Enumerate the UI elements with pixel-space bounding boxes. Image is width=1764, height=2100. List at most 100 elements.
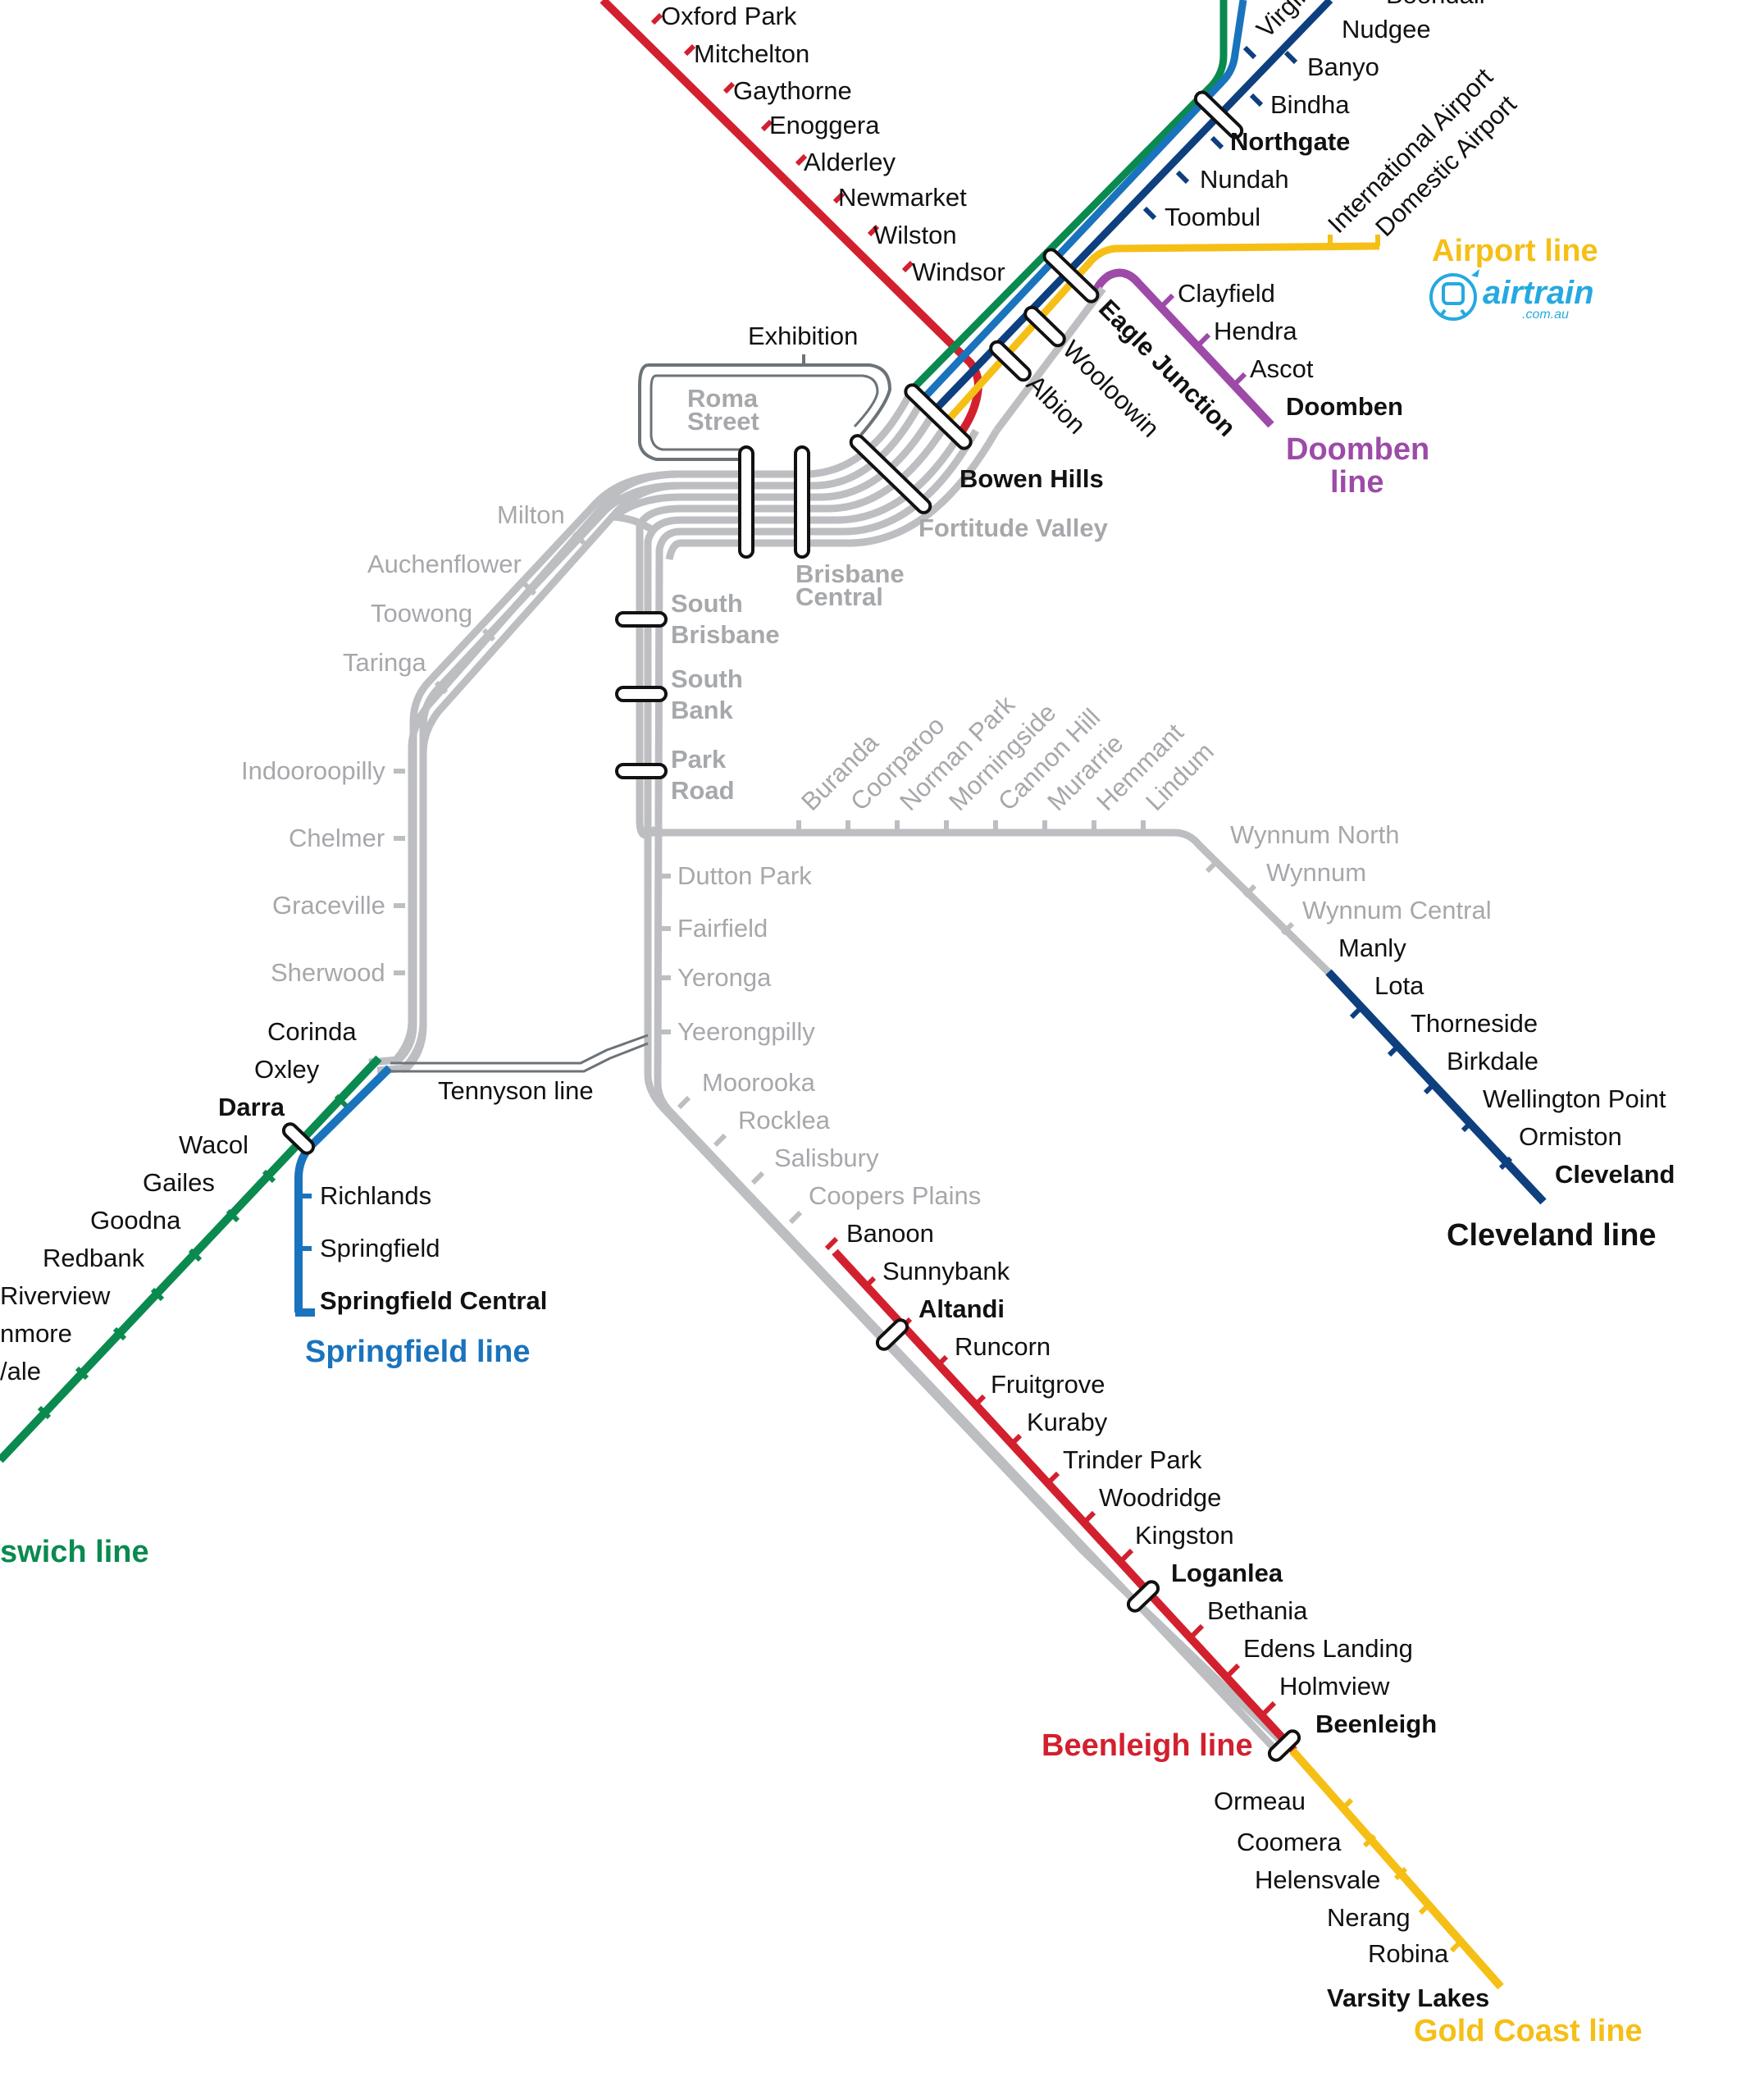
station-kuraby: Kuraby <box>1027 1408 1108 1436</box>
station-salisbury: Salisbury <box>774 1144 879 1172</box>
station-fairfield: Fairfield <box>677 914 768 943</box>
tennyson-line-label: Tennyson line <box>438 1076 594 1105</box>
station-gaythorne: Gaythorne <box>733 76 852 105</box>
airtrain-logo: airtrain .com.au <box>1429 269 1594 322</box>
station-south-brisbane-line2: Brisbane <box>671 620 780 649</box>
northgate-interchange <box>1193 90 1244 139</box>
station-oxford-park: Oxford Park <box>661 2 797 30</box>
station-wilston: Wilston <box>873 221 957 249</box>
station-banyo: Banyo <box>1307 52 1379 81</box>
station-runcorn: Runcorn <box>955 1332 1051 1361</box>
station-graceville: Graceville <box>272 891 385 920</box>
station-robina: Robina <box>1368 1939 1449 1968</box>
station-clayfield: Clayfield <box>1178 279 1275 308</box>
station-nudgee: Nudgee <box>1342 15 1431 43</box>
station-toowong: Toowong <box>371 599 472 628</box>
station-sunnybank: Sunnybank <box>882 1257 1010 1285</box>
exhibition-loop-track <box>638 363 891 461</box>
station-exhibition: Exhibition <box>748 322 858 350</box>
station-coomera: Coomera <box>1237 1828 1342 1856</box>
gold-coast-line-track <box>1289 1747 1504 1990</box>
station-mitchelton: Mitchelton <box>694 39 809 68</box>
junction-grey-track <box>993 286 1106 433</box>
station-park-road-line2: Road <box>671 776 735 805</box>
airtrain-domain: .com.au <box>1522 308 1569 322</box>
station-roma-street-line1: Roma <box>687 384 759 413</box>
station-milton: Milton <box>497 500 565 529</box>
station-springfield: Springfield <box>320 1234 440 1262</box>
station-banoon: Banoon <box>846 1219 934 1248</box>
station-northgate: Northgate <box>1230 127 1350 156</box>
station-springfield-central: Springfield Central <box>320 1286 547 1315</box>
station-wynnum-north: Wynnum North <box>1230 820 1399 849</box>
roma-street-interchange-b <box>794 445 810 559</box>
doomben-line-label-line1: Doomben <box>1286 432 1429 467</box>
station-beenleigh: Beenleigh <box>1315 1710 1437 1738</box>
station-bindha: Bindha <box>1270 90 1350 119</box>
station-doomben: Doomben <box>1286 392 1403 421</box>
station-coopers-plains: Coopers Plains <box>809 1181 981 1210</box>
grey-station-labels: Roma Street Fortitude Valley Brisbane Ce… <box>241 384 1492 1210</box>
station-bethania: Bethania <box>1207 1596 1308 1625</box>
gold-coast-line-label: Gold Coast line <box>1414 2014 1643 2048</box>
station-nerang: Nerang <box>1327 1903 1411 1932</box>
station-moorooka: Moorooka <box>702 1068 816 1097</box>
station-wynnum: Wynnum <box>1266 858 1366 887</box>
loganlea-interchange <box>1126 1580 1160 1613</box>
south-bank-interchange <box>615 686 668 702</box>
station-dinmore: nmore <box>0 1319 72 1348</box>
station-alderley: Alderley <box>804 148 896 176</box>
station-varsity-lakes: Varsity Lakes <box>1327 1984 1489 2012</box>
station-south-bank-line1: South <box>671 664 743 693</box>
station-wacol: Wacol <box>179 1130 248 1159</box>
station-yeerongpilly: Yeerongpilly <box>677 1017 815 1046</box>
station-fruitgrove: Fruitgrove <box>991 1370 1105 1399</box>
albion-interchange <box>989 340 1032 382</box>
station-taringa: Taringa <box>343 648 426 677</box>
station-sherwood: Sherwood <box>271 958 385 987</box>
station-newmarket: Newmarket <box>838 183 967 212</box>
station-roma-street-line2: Street <box>687 407 759 436</box>
station-nundah: Nundah <box>1200 165 1289 194</box>
station-richlands: Richlands <box>320 1181 431 1210</box>
station-park-road-line1: Park <box>671 745 727 774</box>
station-gailes: Gailes <box>143 1168 215 1197</box>
eagle-junction-interchange <box>1042 248 1100 304</box>
airtrain-train-icon <box>1429 269 1479 321</box>
station-dutton-park: Dutton Park <box>677 861 812 890</box>
station-darra: Darra <box>218 1093 285 1121</box>
station-helensvale: Helensvale <box>1255 1865 1380 1894</box>
station-chelmer: Chelmer <box>289 824 385 852</box>
station-kingston: Kingston <box>1135 1521 1234 1550</box>
exhibition-loop-inner <box>650 374 879 451</box>
cleveland-grey-track <box>648 829 1336 979</box>
station-edens-landing: Edens Landing <box>1243 1634 1413 1663</box>
wooloowin-interchange <box>1023 305 1066 348</box>
west-grey-track-a <box>390 470 680 1066</box>
station-ascot: Ascot <box>1250 354 1314 383</box>
park-road-interchange <box>615 763 668 779</box>
station-albion: Albion <box>1021 369 1092 440</box>
beenleigh-line-label: Beenleigh line <box>1042 1728 1253 1763</box>
station-wellington-point: Wellington Point <box>1483 1084 1666 1113</box>
station-goodna: Goodna <box>90 1206 181 1235</box>
south-brisbane-interchange <box>615 611 668 628</box>
west-grey-track-b <box>399 482 680 1074</box>
station-windsor: Windsor <box>912 258 1005 286</box>
station-ebbw-vale: /ale <box>0 1357 41 1386</box>
station-ormeau: Ormeau <box>1214 1787 1306 1815</box>
station-brisbane-central-line1: Brisbane <box>795 559 905 588</box>
bowen-hills-interchange <box>904 383 973 450</box>
station-indooroopilly: Indooroopilly <box>241 756 385 785</box>
station-thorneside: Thorneside <box>1411 1009 1538 1038</box>
station-redbank: Redbank <box>43 1244 145 1272</box>
station-fortitude-valley: Fortitude Valley <box>918 514 1109 542</box>
station-rocklea: Rocklea <box>738 1106 831 1134</box>
springfield-line-label: Springfield line <box>305 1335 530 1369</box>
northeast-green-track <box>909 0 1228 393</box>
station-ormiston: Ormiston <box>1519 1122 1622 1151</box>
station-hendra: Hendra <box>1214 317 1297 345</box>
tennyson-line-track <box>390 1034 649 1073</box>
cleveland-line-label: Cleveland line <box>1447 1218 1657 1253</box>
